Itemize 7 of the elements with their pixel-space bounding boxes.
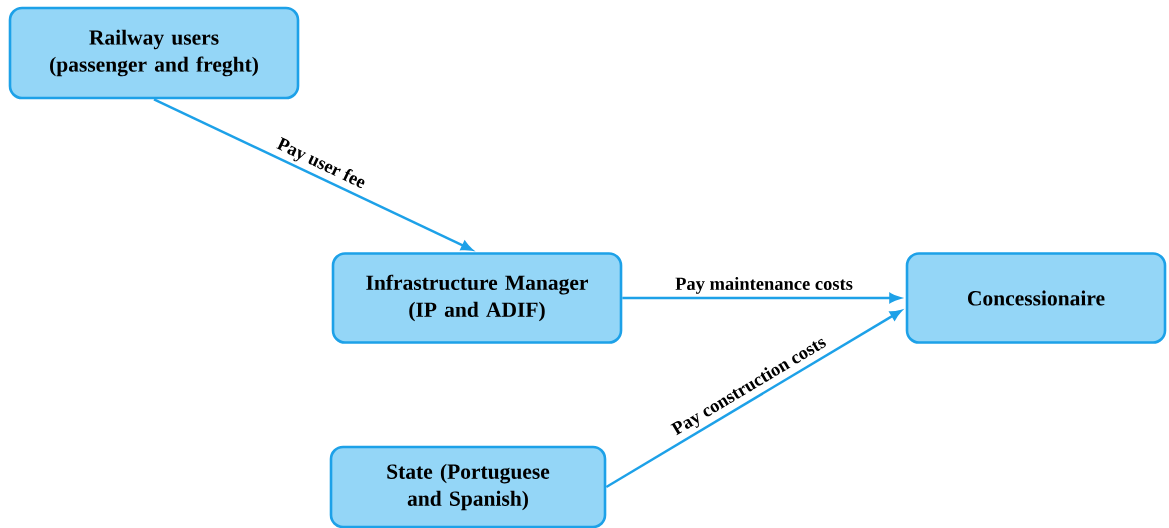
- process-box: Railway users (passenger and freght): [8, 6, 300, 100]
- arrow: [622, 292, 901, 304]
- process-box: State (Portuguese and Spanish): [329, 445, 607, 528]
- arrow: [605, 309, 902, 489]
- edge-label: Pay maintenance costs: [674, 275, 854, 295]
- process-box: Infrastructure Manager (IP and ADIF): [331, 252, 623, 344]
- process-box: Concessionaire: [905, 252, 1167, 344]
